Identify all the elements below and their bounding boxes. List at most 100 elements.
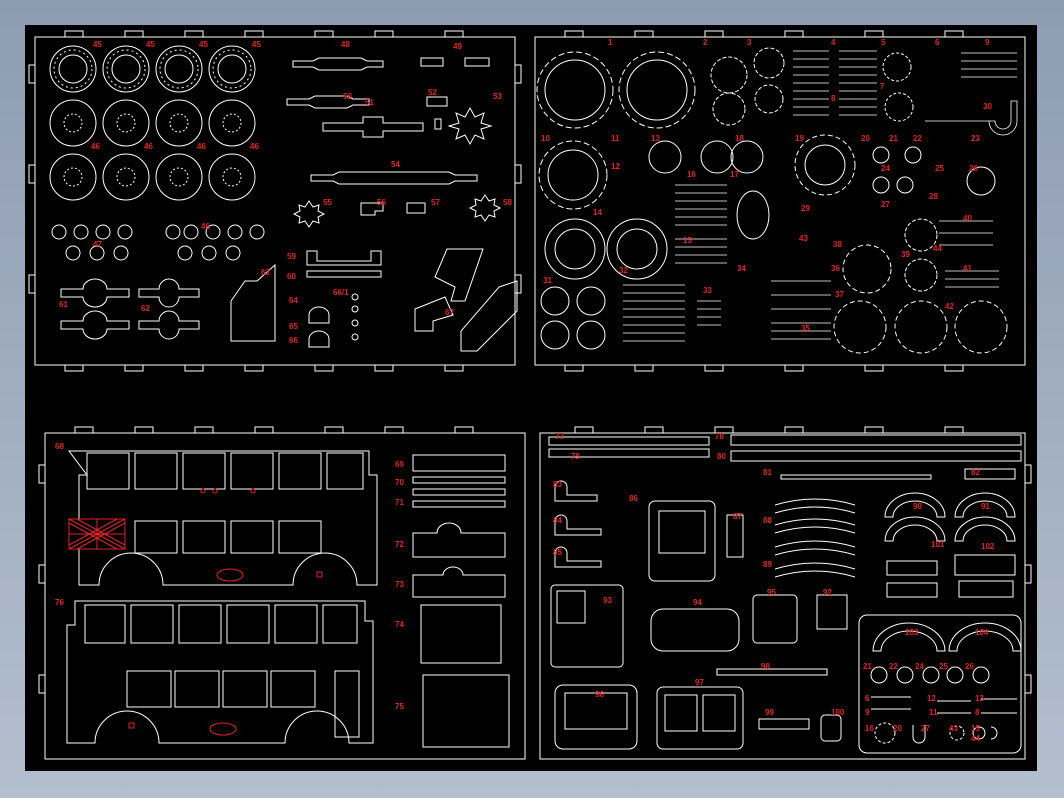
part-label-45: 45 [199, 40, 208, 49]
inset-label-6: 6 [865, 694, 870, 703]
figures [554, 480, 602, 568]
part-label-18: 18 [735, 134, 744, 143]
part-label-93: 93 [603, 596, 612, 605]
part-label-100: 100 [831, 708, 845, 717]
inset-label-21: 21 [863, 662, 872, 671]
inset-label-26: 26 [965, 662, 974, 671]
part-label-70: 70 [395, 478, 404, 487]
inset-label-15: 15 [971, 724, 980, 733]
part-label-67: 67 [445, 308, 454, 317]
part-label-35: 35 [801, 324, 810, 333]
inset-label-8: 8 [975, 708, 980, 717]
sheet-top-right [534, 30, 1026, 372]
part-label-40: 40 [963, 214, 972, 223]
part-label-21: 21 [889, 134, 898, 143]
part-label-23: 23 [971, 134, 980, 143]
part-label-53: 53 [493, 92, 502, 101]
cabin-parts [550, 500, 848, 750]
part-label-87: 87 [733, 512, 742, 521]
part-label-97: 97 [695, 678, 704, 687]
part-label-66/1: 66/1 [333, 288, 349, 297]
part-label-59: 59 [287, 252, 296, 261]
part-label-11: 11 [611, 134, 620, 143]
union-jack-flag [68, 518, 126, 550]
inset-label-22: 22 [889, 662, 898, 671]
small-washers [51, 224, 265, 261]
part-label-46: 46 [250, 142, 259, 151]
part-label-16: 16 [687, 170, 696, 179]
part-label-44: 44 [933, 244, 942, 253]
part-label-61: 61 [59, 300, 68, 309]
fender-arches [872, 492, 1022, 652]
part-label-51: 51 [365, 98, 374, 107]
inset-label-44: 44 [971, 734, 980, 743]
bus-side-lower [66, 600, 374, 744]
part-label-10: 10 [541, 134, 550, 143]
part-label-81: 81 [763, 468, 772, 477]
part-label-30: 30 [983, 102, 992, 111]
part-label-45: 45 [252, 40, 261, 49]
part-label-34: 34 [737, 264, 746, 273]
inset-label-9: 9 [865, 708, 870, 717]
part-label-90: 90 [913, 502, 922, 511]
part-label-91: 91 [981, 502, 990, 511]
part-label-77: 77 [555, 432, 564, 441]
part-label-69: 69 [395, 460, 404, 469]
gears-large [536, 47, 1008, 354]
part-label-80: 80 [717, 452, 726, 461]
sheet-bottom-right [539, 426, 1032, 760]
part-label-28: 28 [929, 192, 938, 201]
part-label-66: 66 [289, 336, 298, 345]
wheel-rims [49, 45, 256, 93]
part-label-85: 85 [553, 548, 562, 557]
drawing-canvas[interactable]: 4545454546464646464748495051525354555657… [25, 25, 1037, 771]
part-label-41: 41 [963, 264, 972, 273]
discs [540, 140, 996, 350]
part-label-55: 55 [323, 198, 332, 207]
part-label-58: 58 [503, 198, 512, 207]
part-label-92: 92 [823, 588, 832, 597]
part-label-17: 17 [730, 170, 739, 179]
part-label-5: 5 [881, 38, 886, 47]
bus-logo-upper [200, 488, 323, 582]
part-label-82: 82 [971, 468, 980, 477]
part-label-73: 73 [395, 580, 404, 589]
links-and-rods [60, 57, 518, 352]
part-label-29: 29 [801, 204, 810, 213]
part-label-50: 50 [343, 92, 352, 101]
part-label-103: 103 [905, 628, 919, 637]
part-label-74: 74 [395, 620, 404, 629]
inset-label-20: 20 [893, 724, 902, 733]
part-label-46: 46 [197, 142, 206, 151]
part-label-68: 68 [55, 442, 64, 451]
part-label-72: 72 [395, 540, 404, 549]
part-label-15: 15 [683, 236, 692, 245]
part-label-36: 36 [831, 264, 840, 273]
part-label-3: 3 [747, 38, 752, 47]
part-label-13: 13 [651, 134, 660, 143]
part-label-20: 20 [861, 134, 870, 143]
part-label-60: 60 [287, 272, 296, 281]
bus-chassis-parts [412, 454, 510, 748]
part-label-24: 24 [881, 164, 890, 173]
inset-label-24: 24 [915, 662, 924, 671]
part-label-99: 99 [765, 708, 774, 717]
inset-label-27: 27 [921, 724, 930, 733]
part-label-27: 27 [881, 200, 890, 209]
part-label-47: 47 [93, 240, 102, 249]
part-label-25: 25 [935, 164, 944, 173]
wheel-hubs [49, 99, 256, 201]
part-label-62: 62 [141, 304, 150, 313]
part-label-33: 33 [703, 286, 712, 295]
part-label-48: 48 [341, 40, 350, 49]
part-label-79: 79 [571, 452, 580, 461]
part-label-45: 45 [93, 40, 102, 49]
part-label-42: 42 [945, 302, 954, 311]
part-label-43: 43 [799, 234, 808, 243]
part-label-37: 37 [835, 290, 844, 299]
part-label-94: 94 [693, 598, 702, 607]
part-label-46: 46 [201, 222, 210, 231]
